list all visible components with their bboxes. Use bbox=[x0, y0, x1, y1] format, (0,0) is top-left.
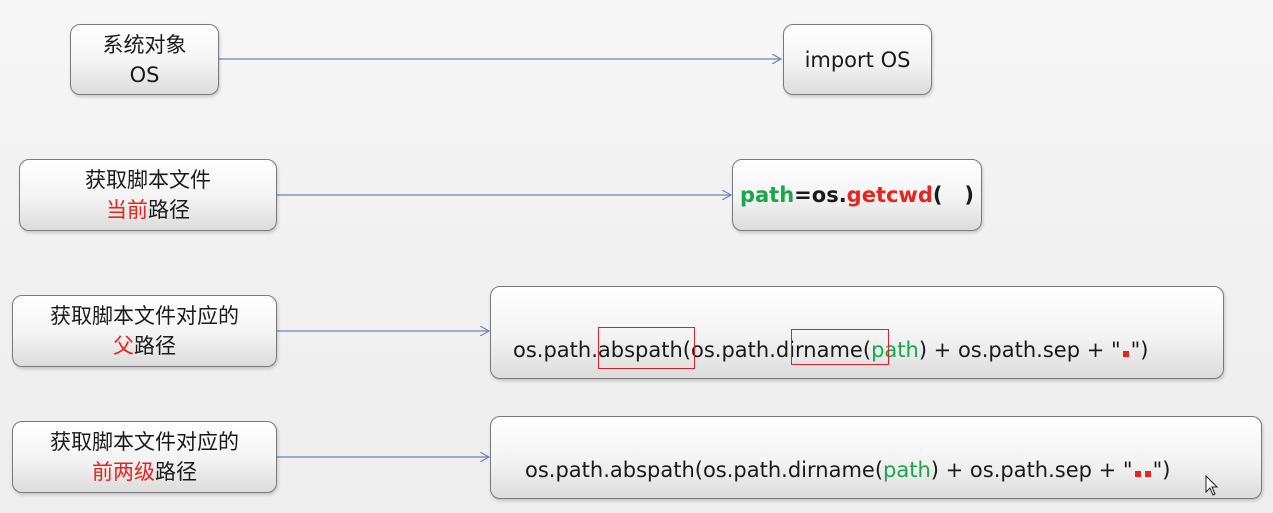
code-part: (os.path bbox=[682, 338, 770, 362]
highlight-abspath bbox=[598, 327, 695, 369]
code-var-path: path bbox=[883, 458, 931, 482]
dot-marker bbox=[1134, 471, 1141, 477]
code-part: os.path bbox=[513, 338, 592, 362]
code-args: ( ) bbox=[932, 183, 975, 207]
label-line-2: 父路径 bbox=[113, 331, 176, 361]
code-part: ) + os.path.sep + " bbox=[918, 338, 1121, 362]
label-box-grandparent-path: 获取脚本文件对应的 前两级路径 bbox=[12, 421, 277, 493]
label-rest: 路径 bbox=[134, 334, 176, 358]
label-line-1: 系统对象 bbox=[102, 32, 187, 57]
label-line-2: OS bbox=[129, 62, 160, 87]
label-rest: 路径 bbox=[155, 460, 197, 484]
label-line-1: 获取脚本文件对应的 bbox=[50, 304, 239, 328]
code-var-path: path bbox=[871, 338, 919, 362]
highlight-dirname bbox=[791, 329, 889, 365]
label-rest: 路径 bbox=[148, 198, 190, 222]
label-box-current-path: 获取脚本文件 当前路径 bbox=[19, 159, 277, 231]
code-box-getcwd: path=os.getcwd( ) bbox=[732, 159, 982, 231]
code-part: ") bbox=[1152, 458, 1171, 482]
label-box-system-object: 系统对象 OS bbox=[70, 24, 219, 95]
code-part: ") bbox=[1130, 338, 1149, 362]
code-part: ( bbox=[862, 338, 872, 362]
code-import: import OS bbox=[804, 47, 911, 72]
code-grandparent-expression: os.path.abspath(os.path.dirname(path) + … bbox=[525, 458, 1170, 482]
label-box-parent-path: 获取脚本文件对应的 父路径 bbox=[12, 295, 277, 367]
label-emphasis: 当前 bbox=[106, 198, 148, 222]
code-part: os.path.abspath(os.path.dirname( bbox=[525, 458, 884, 482]
dot-marker bbox=[1144, 471, 1151, 477]
code-getcwd: path=os.getcwd( ) bbox=[740, 183, 974, 207]
label-line-1: 获取脚本文件对应的 bbox=[50, 430, 239, 454]
code-box-import: import OS bbox=[783, 24, 932, 95]
label-emphasis: 父 bbox=[113, 334, 134, 358]
code-dirname: .dirname bbox=[769, 338, 863, 362]
dot-marker bbox=[1122, 351, 1129, 357]
code-fn-getcwd: getcwd bbox=[846, 183, 933, 207]
label-line-2: 前两级路径 bbox=[92, 457, 197, 487]
label-line-1: 获取脚本文件 bbox=[85, 168, 211, 192]
code-parent-expression: os.path.abspath(os.path.dirname(path) + … bbox=[513, 338, 1149, 362]
mouse-pointer-icon bbox=[1205, 475, 1219, 496]
code-box-grandparent: os.path.abspath(os.path.dirname(path) + … bbox=[490, 416, 1262, 499]
code-var-path: path bbox=[739, 183, 795, 207]
code-abspath: .abspath bbox=[591, 338, 683, 362]
code-box-parent: os.path.abspath(os.path.dirname(path) + … bbox=[490, 286, 1224, 379]
label-line-2: 当前路径 bbox=[106, 195, 190, 225]
code-os: =os. bbox=[794, 183, 847, 207]
code-part: ) + os.path.sep + " bbox=[930, 458, 1133, 482]
label-emphasis: 前两级 bbox=[92, 460, 155, 484]
